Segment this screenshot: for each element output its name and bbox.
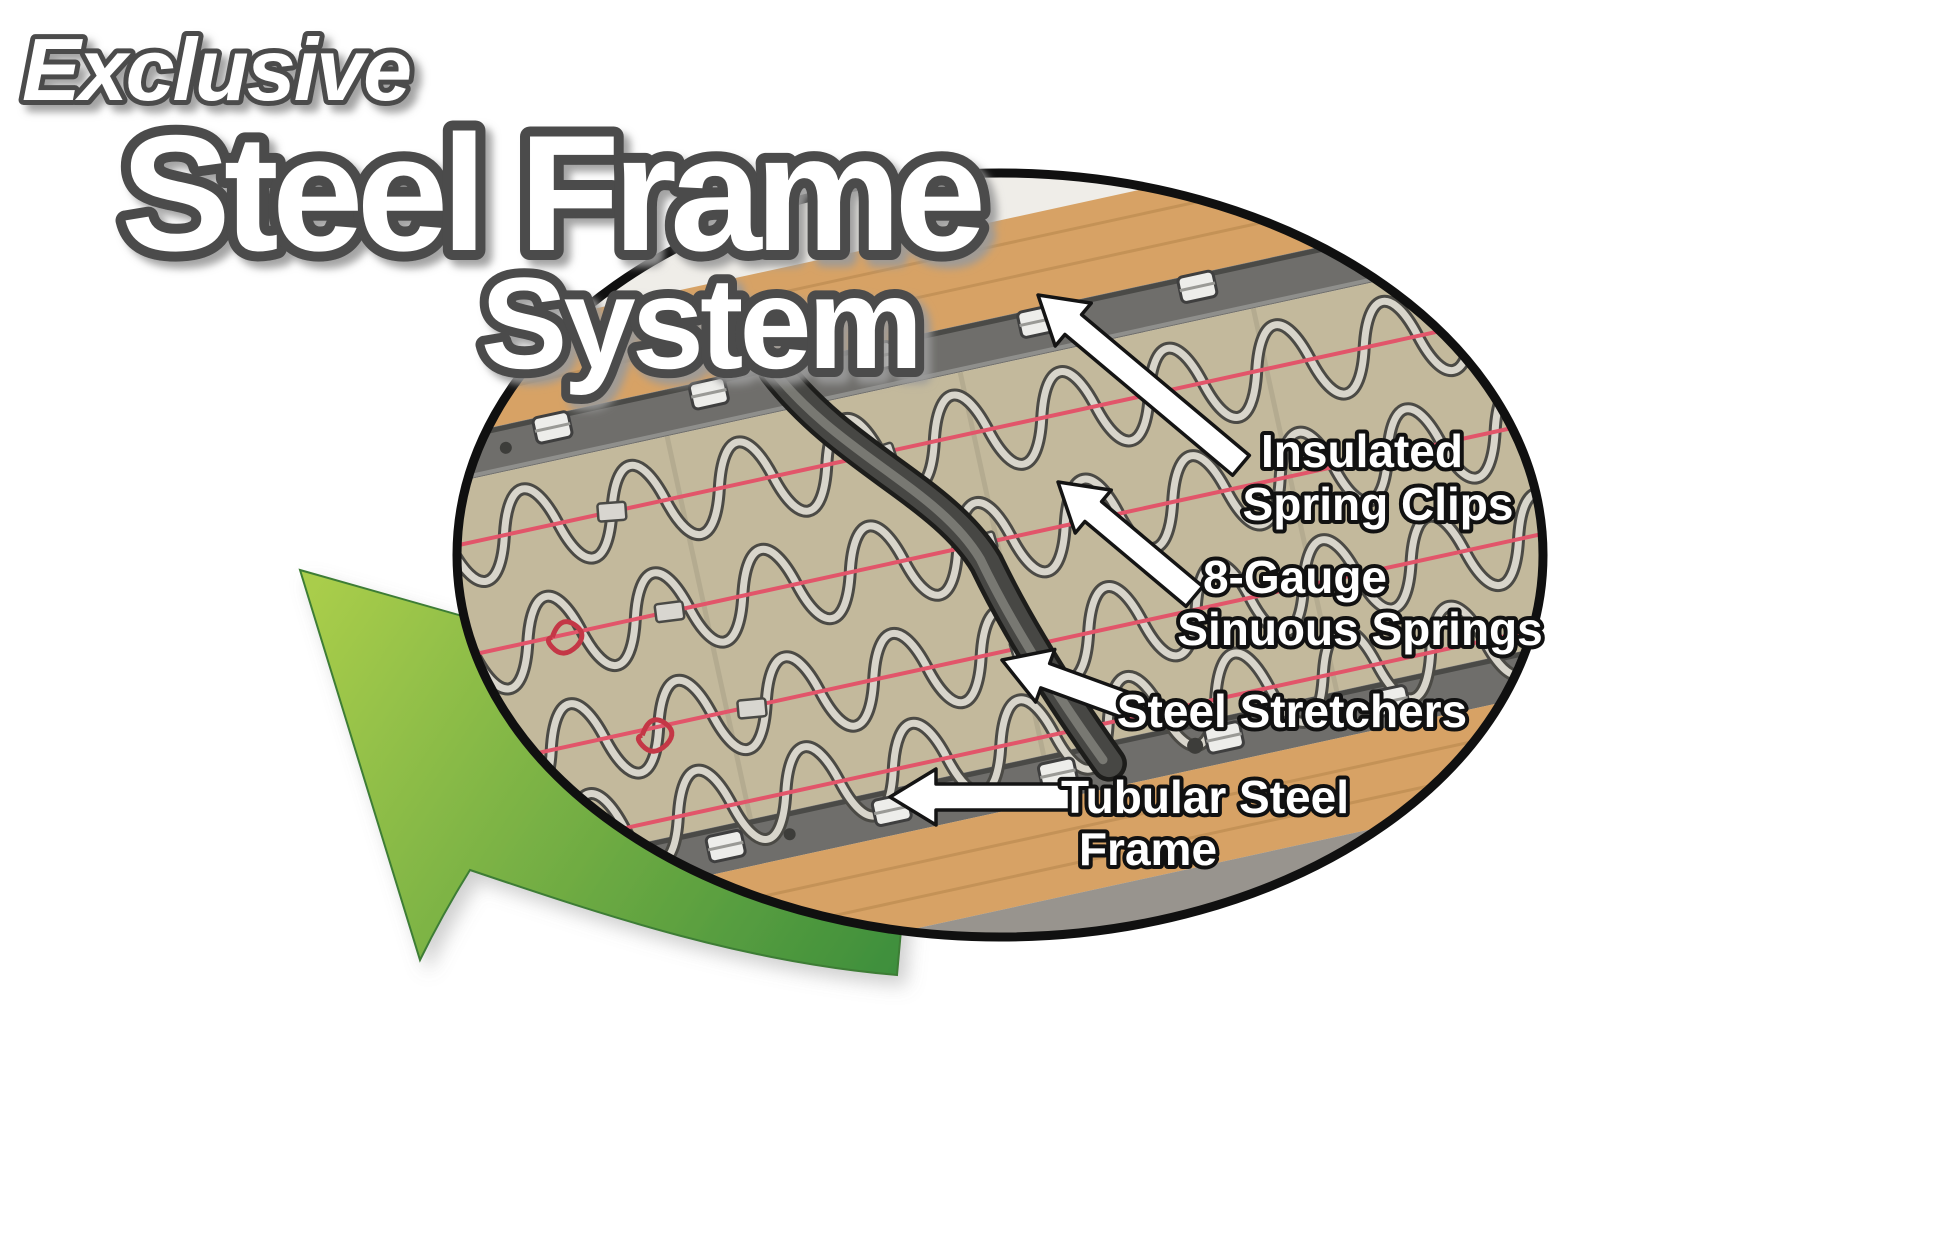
callout-arrow-tubular-frame: [888, 767, 1074, 827]
callout-label-sinuous-springs-1: 8-Gauge: [1203, 551, 1387, 603]
title-line1: Steel Frame: [121, 101, 982, 285]
callout-label-tubular-frame-1: Tubular Steel: [1061, 771, 1349, 823]
callout-label-spring-clips-1: Insulated: [1261, 425, 1463, 477]
callout-label-tubular-frame-2: Frame: [1079, 823, 1217, 875]
title-line2: System: [481, 250, 920, 396]
oval-border: [452, 168, 1548, 942]
title-kicker: Exclusive: [22, 20, 410, 119]
callout-label-spring-clips-2: Spring Clips: [1243, 478, 1514, 530]
wood-rail-top: [457, 173, 1543, 490]
wood-rail-bottom: [457, 629, 1543, 937]
callout-labels: Insulated Spring Clips 8-Gauge Sinuous S…: [1057, 421, 1547, 879]
title-block: Exclusive Steel Frame System: [17, 15, 998, 405]
callout-arrow-spring-clips: [1036, 293, 1252, 478]
callout-arrows: [888, 293, 1252, 827]
rail-holes: [499, 441, 1204, 841]
wood-grain-bottom: [457, 659, 1543, 937]
callout-arrow-sinuous-springs: [1056, 480, 1205, 609]
callout-arrow-steel-stretchers: [1000, 647, 1138, 722]
callout-label-sinuous-springs-2: Sinuous Springs: [1177, 603, 1542, 655]
callout-label-steel-stretchers: Steel Stretchers: [1117, 685, 1467, 737]
